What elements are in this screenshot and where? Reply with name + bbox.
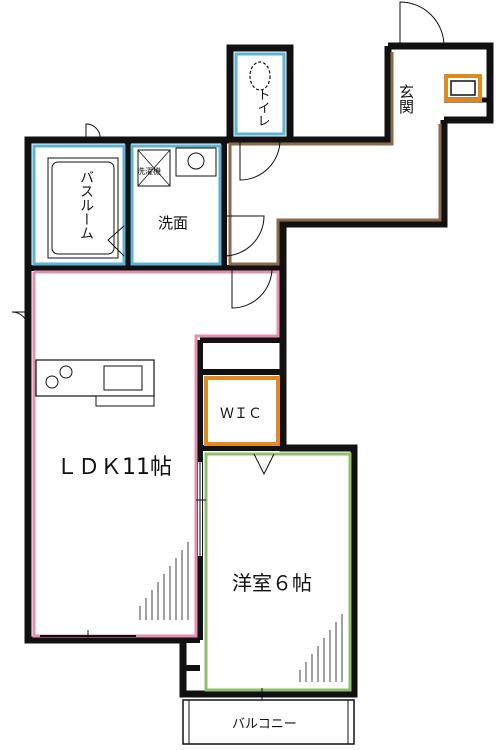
stove-burner-icon (59, 365, 73, 379)
genkan-label: 玄関 (397, 84, 415, 115)
washroom-label: 洗面 (158, 214, 188, 232)
bathroom-label: バスルーム (78, 170, 94, 240)
kitchen-counter (35, 359, 155, 397)
western-room-label: 洋室６帖 (232, 571, 312, 595)
windows (40, 462, 306, 700)
balcony-label: バルコニー (232, 717, 297, 732)
ldk-label: ＬＤＫ11帖 (56, 455, 172, 480)
western-room-outline (204, 452, 352, 692)
toilet-bowl-icon (249, 61, 271, 91)
bathroom-outline (32, 144, 126, 266)
western-hatching (299, 614, 343, 682)
ldk-outline (32, 270, 280, 638)
sink-icon (175, 147, 217, 177)
toilet-label: トイレ (255, 88, 270, 127)
kitchen-sink-icon (103, 365, 143, 391)
balcony-outline (182, 699, 355, 745)
washroom-outline (130, 144, 222, 266)
ldk-hatching (139, 542, 189, 620)
wic-label: ＷＩＣ (220, 406, 262, 422)
toilet-outline (234, 52, 286, 136)
doors (11, 1, 445, 476)
stove-burner-icon (45, 375, 59, 389)
washing-machine-label: 洗濯機 (137, 166, 161, 176)
genkan-shoe-box (444, 74, 482, 102)
hallway-outline (228, 52, 442, 266)
wic-outline (204, 376, 280, 446)
